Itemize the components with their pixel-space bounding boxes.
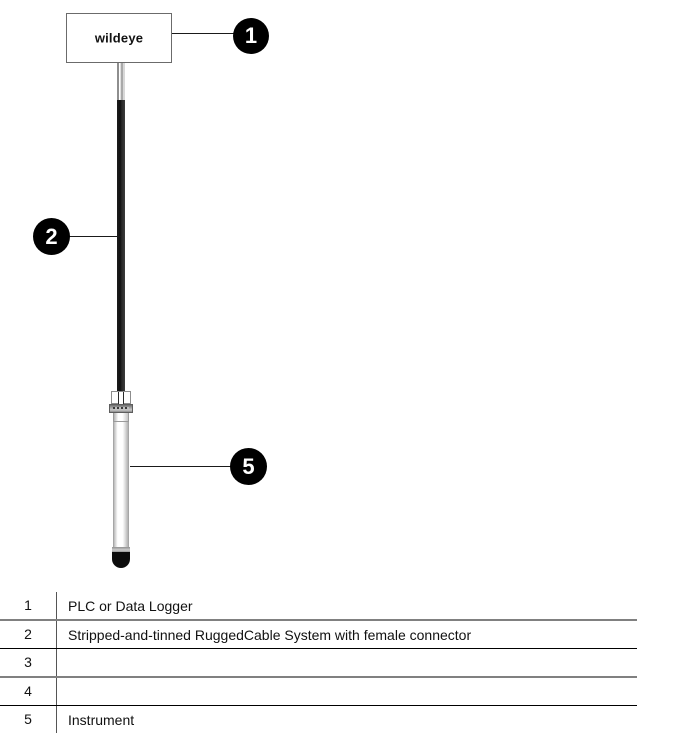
legend-number-3: 3 [0,649,57,676]
callout-bubble-1: 1 [233,18,269,54]
legend-row-4: 4 [0,678,637,706]
legend-number-1: 1 [0,592,57,619]
connector-collar-inner [118,392,124,404]
legend-table: 1 PLC or Data Logger 2 Stripped-and-tinn… [0,592,637,733]
legend-number-4: 4 [0,678,57,705]
connector-neck [113,413,129,422]
equipment-diagram: wildeye 1 2 5 [33,13,269,568]
leader-line-1 [172,33,264,34]
legend-number-2: 2 [0,621,57,648]
legend-row-5: 5 Instrument [0,706,637,733]
instrument-body [113,422,129,548]
leader-line-2 [51,236,121,237]
legend-description-2: Stripped-and-tinned RuggedCable System w… [68,626,472,643]
cable-black-segment [117,100,125,392]
leader-line-5 [130,466,262,467]
plc-data-logger-box: wildeye [66,13,172,63]
callout-bubble-5: 5 [230,448,267,485]
legend-description-1: PLC or Data Logger [68,597,193,614]
callout-number-5: 5 [242,453,255,479]
instrument-tip-band [112,547,130,553]
connector-knurl-detail [113,407,129,409]
callout-bubble-2: 2 [33,218,70,255]
instrument-nose-cone [112,552,130,568]
device-label: wildeye [94,30,144,46]
connector-neck-line [113,421,129,422]
callout-number-2: 2 [45,223,58,249]
legend-description-5: Instrument [68,711,135,728]
cable-gray-segment [117,63,125,101]
legend-row-1: 1 PLC or Data Logger [0,592,637,621]
legend-row-2: 2 Stripped-and-tinned RuggedCable System… [0,621,637,649]
callout-number-1: 1 [244,23,258,48]
legend-row-3: 3 [0,649,637,678]
legend-number-5: 5 [0,706,57,733]
